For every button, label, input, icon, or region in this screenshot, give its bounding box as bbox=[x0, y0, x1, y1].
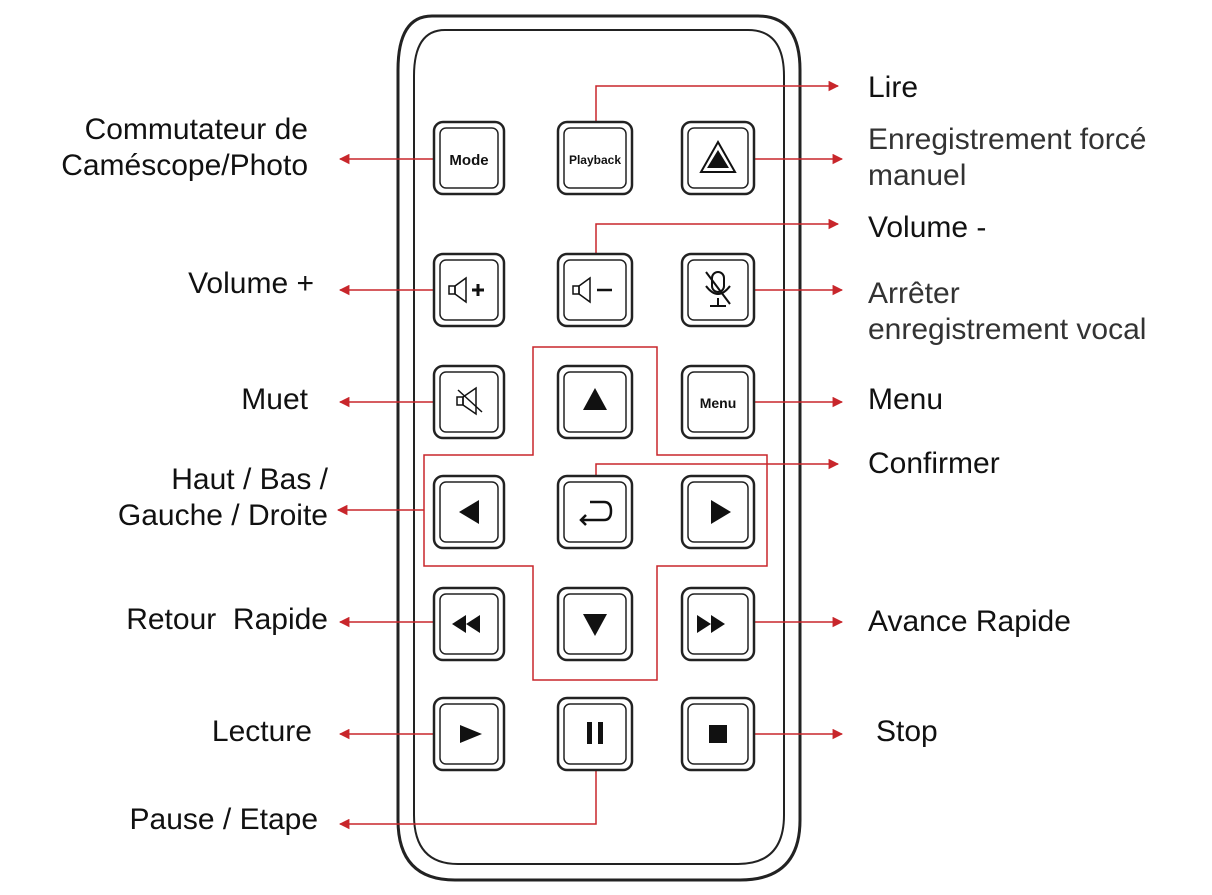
mode-button-text: Mode bbox=[449, 152, 488, 169]
connector-volume-minus bbox=[595, 218, 840, 257]
label-stop-voice-record: Arrêter enregistrement vocal bbox=[868, 276, 1146, 348]
label-forced-record-line2: manuel bbox=[868, 159, 967, 192]
playback-button-text: Playback bbox=[569, 153, 621, 167]
label-camera-photo-switch-line1: Commutateur de bbox=[84, 113, 308, 146]
connector-pause bbox=[338, 766, 597, 830]
fast-forward-button[interactable] bbox=[680, 586, 756, 662]
dpad-outline bbox=[423, 346, 768, 681]
triangle-right-icon bbox=[711, 500, 731, 524]
down-button[interactable] bbox=[556, 586, 634, 662]
play-icon bbox=[460, 725, 482, 743]
remote-outer-outline bbox=[396, 14, 802, 882]
label-volume-plus: Volume + bbox=[188, 267, 314, 300]
label-dpad-line1: Haut / Bas / bbox=[171, 463, 328, 496]
rewind-button[interactable] bbox=[432, 586, 506, 662]
label-forced-record: Enregistrement forcé manuel bbox=[868, 122, 1146, 194]
label-confirm: Confirmer bbox=[868, 447, 1000, 480]
label-lire: Lire bbox=[868, 71, 919, 104]
label-play: Lecture bbox=[211, 715, 312, 748]
label-menu: Menu bbox=[868, 383, 944, 416]
stop-button[interactable] bbox=[680, 696, 756, 772]
menu-button-text: Menu bbox=[700, 395, 737, 411]
label-dpad-line2: Gauche / Droite bbox=[117, 499, 328, 532]
label-rewind: Retour Rapide bbox=[126, 603, 328, 636]
speaker-minus-icon bbox=[572, 276, 612, 304]
remote-body bbox=[396, 14, 802, 882]
label-stop-voice-record-line1: Arrêter bbox=[868, 277, 960, 310]
enter-return-icon bbox=[579, 500, 613, 526]
microphone-off-icon bbox=[705, 271, 731, 307]
triangle-up-icon bbox=[583, 388, 607, 410]
buttons: Mode Playback bbox=[432, 120, 756, 772]
mode-button[interactable]: Mode bbox=[432, 120, 506, 196]
label-camera-photo-switch-line2: Caméscope/Photo bbox=[61, 149, 308, 182]
label-camera-photo-switch: Commutateur de Caméscope/Photo bbox=[61, 112, 308, 184]
label-forced-record-line1: Enregistrement forcé bbox=[868, 123, 1147, 156]
play-button[interactable] bbox=[432, 696, 506, 772]
label-stop-voice-record-line2: enregistrement vocal bbox=[868, 313, 1147, 346]
label-stop: Stop bbox=[876, 715, 938, 748]
remote-inner-outline bbox=[413, 29, 785, 865]
volume-up-button[interactable] bbox=[432, 252, 506, 328]
confirm-button[interactable] bbox=[556, 474, 634, 550]
speaker-muted-icon bbox=[456, 386, 483, 416]
up-button[interactable] bbox=[556, 364, 634, 440]
stop-square-icon bbox=[709, 725, 727, 743]
right-button[interactable] bbox=[680, 474, 756, 550]
menu-button[interactable]: Menu bbox=[680, 364, 756, 440]
playback-button[interactable]: Playback bbox=[556, 120, 634, 196]
label-mute: Muet bbox=[241, 383, 308, 416]
rewind-icon bbox=[452, 615, 480, 633]
mute-button[interactable] bbox=[432, 364, 506, 440]
triangle-left-icon bbox=[459, 500, 479, 524]
label-fast-forward: Avance Rapide bbox=[868, 605, 1071, 638]
left-button[interactable] bbox=[432, 474, 506, 550]
label-volume-minus: Volume - bbox=[868, 211, 987, 244]
volume-down-button[interactable] bbox=[556, 252, 634, 328]
pause-button[interactable] bbox=[556, 696, 634, 772]
triangle-up-outlined-icon bbox=[699, 139, 737, 173]
mic-off-button[interactable] bbox=[680, 252, 756, 328]
label-dpad: Haut / Bas / Gauche / Droite bbox=[118, 462, 328, 534]
fast-forward-icon bbox=[697, 615, 725, 633]
label-pause-step: Pause / Etape bbox=[129, 803, 318, 836]
manual-record-button[interactable] bbox=[680, 120, 756, 196]
connector-lire bbox=[595, 80, 840, 125]
speaker-plus-icon bbox=[448, 276, 484, 304]
pause-icon bbox=[587, 722, 603, 744]
triangle-down-icon bbox=[583, 614, 607, 636]
